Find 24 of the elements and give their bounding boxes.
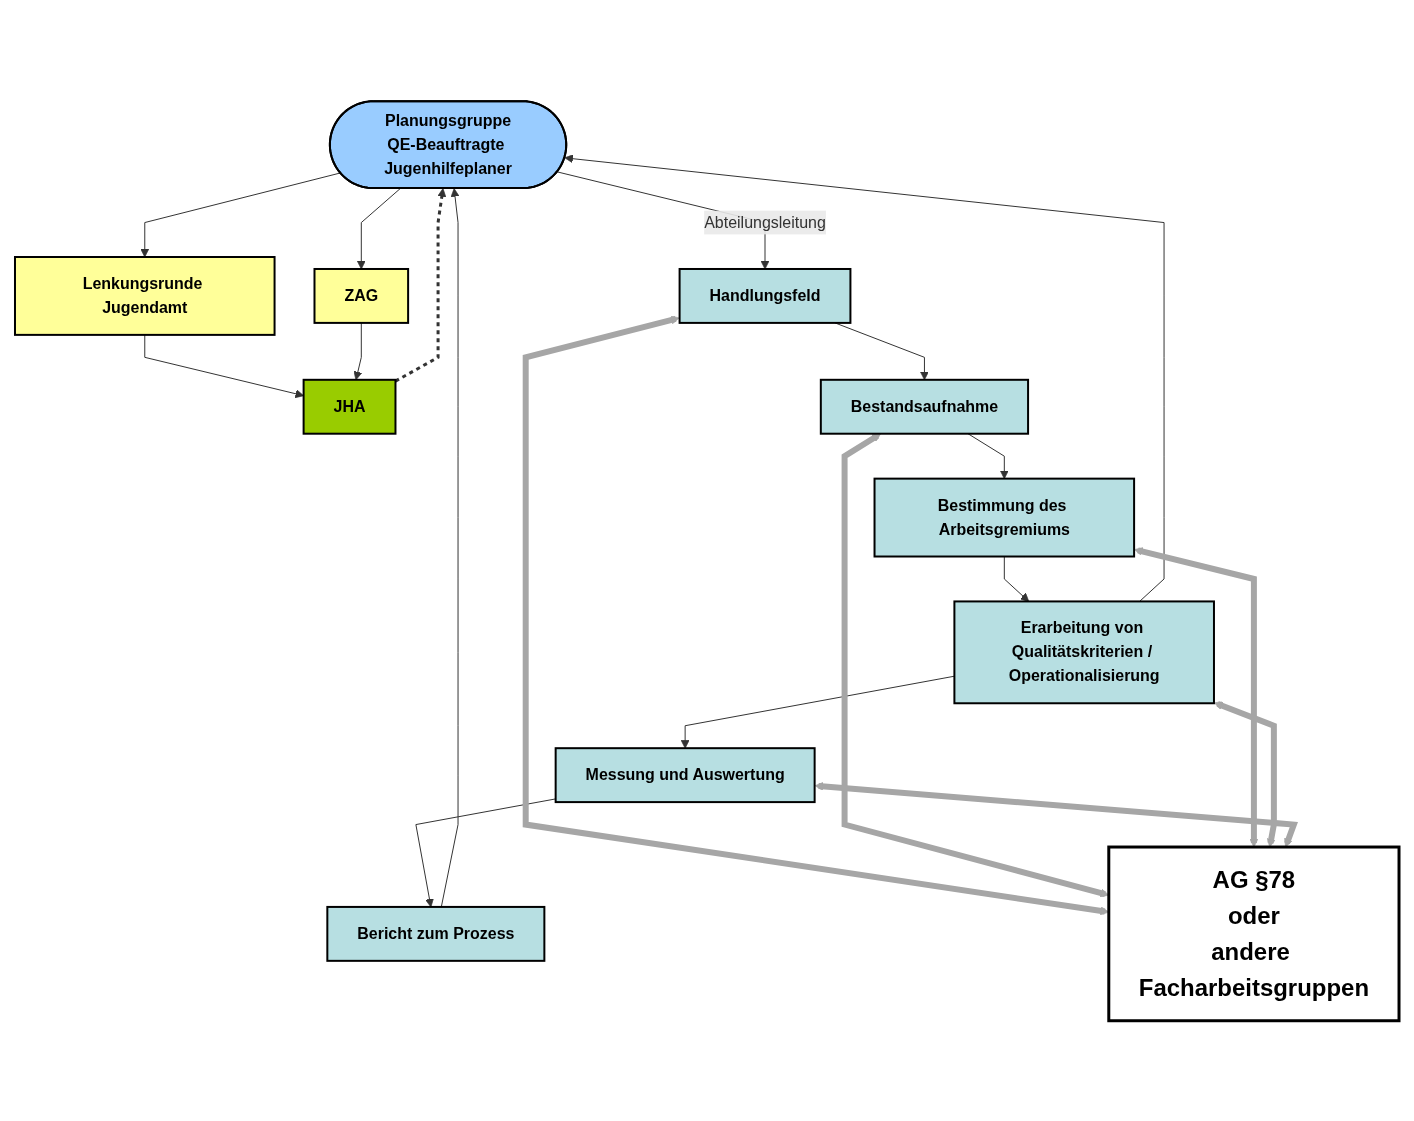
arrow: [1003, 555, 1030, 602]
node-box: Bestandsaufnahme: [819, 378, 1030, 435]
arrow: [140, 171, 341, 257]
node-box: AG §78 oder andere Facharbeitsgruppen: [1107, 845, 1401, 1022]
arrow: [814, 781, 1298, 847]
node-box: Lenkungsrunde Jugendamt: [14, 255, 276, 336]
arrow: [564, 153, 1165, 602]
node-box: ZAG: [313, 267, 410, 324]
arrow: [967, 432, 1009, 479]
node-box: Erarbeitung von Qualitätskriterien / Operationalisierung: [953, 599, 1215, 704]
node-box: Handlungsfeld: [678, 267, 852, 324]
edge-label: Abteilungsleitung: [704, 213, 826, 231]
arrow: [394, 187, 447, 382]
node-box: Messung und Auswertung: [554, 746, 816, 803]
arrow: [353, 321, 363, 380]
arrow: [356, 187, 401, 269]
arrow: [144, 333, 304, 398]
arrow: [1134, 546, 1259, 847]
arrow: [680, 675, 955, 749]
arrow: [440, 187, 460, 907]
node-box: Bestimmung des Arbeitsgremiums: [873, 477, 1136, 557]
arrow: [1213, 700, 1277, 847]
node-box: JHA: [302, 378, 397, 435]
node-box: Bericht zum Prozess: [326, 905, 546, 962]
